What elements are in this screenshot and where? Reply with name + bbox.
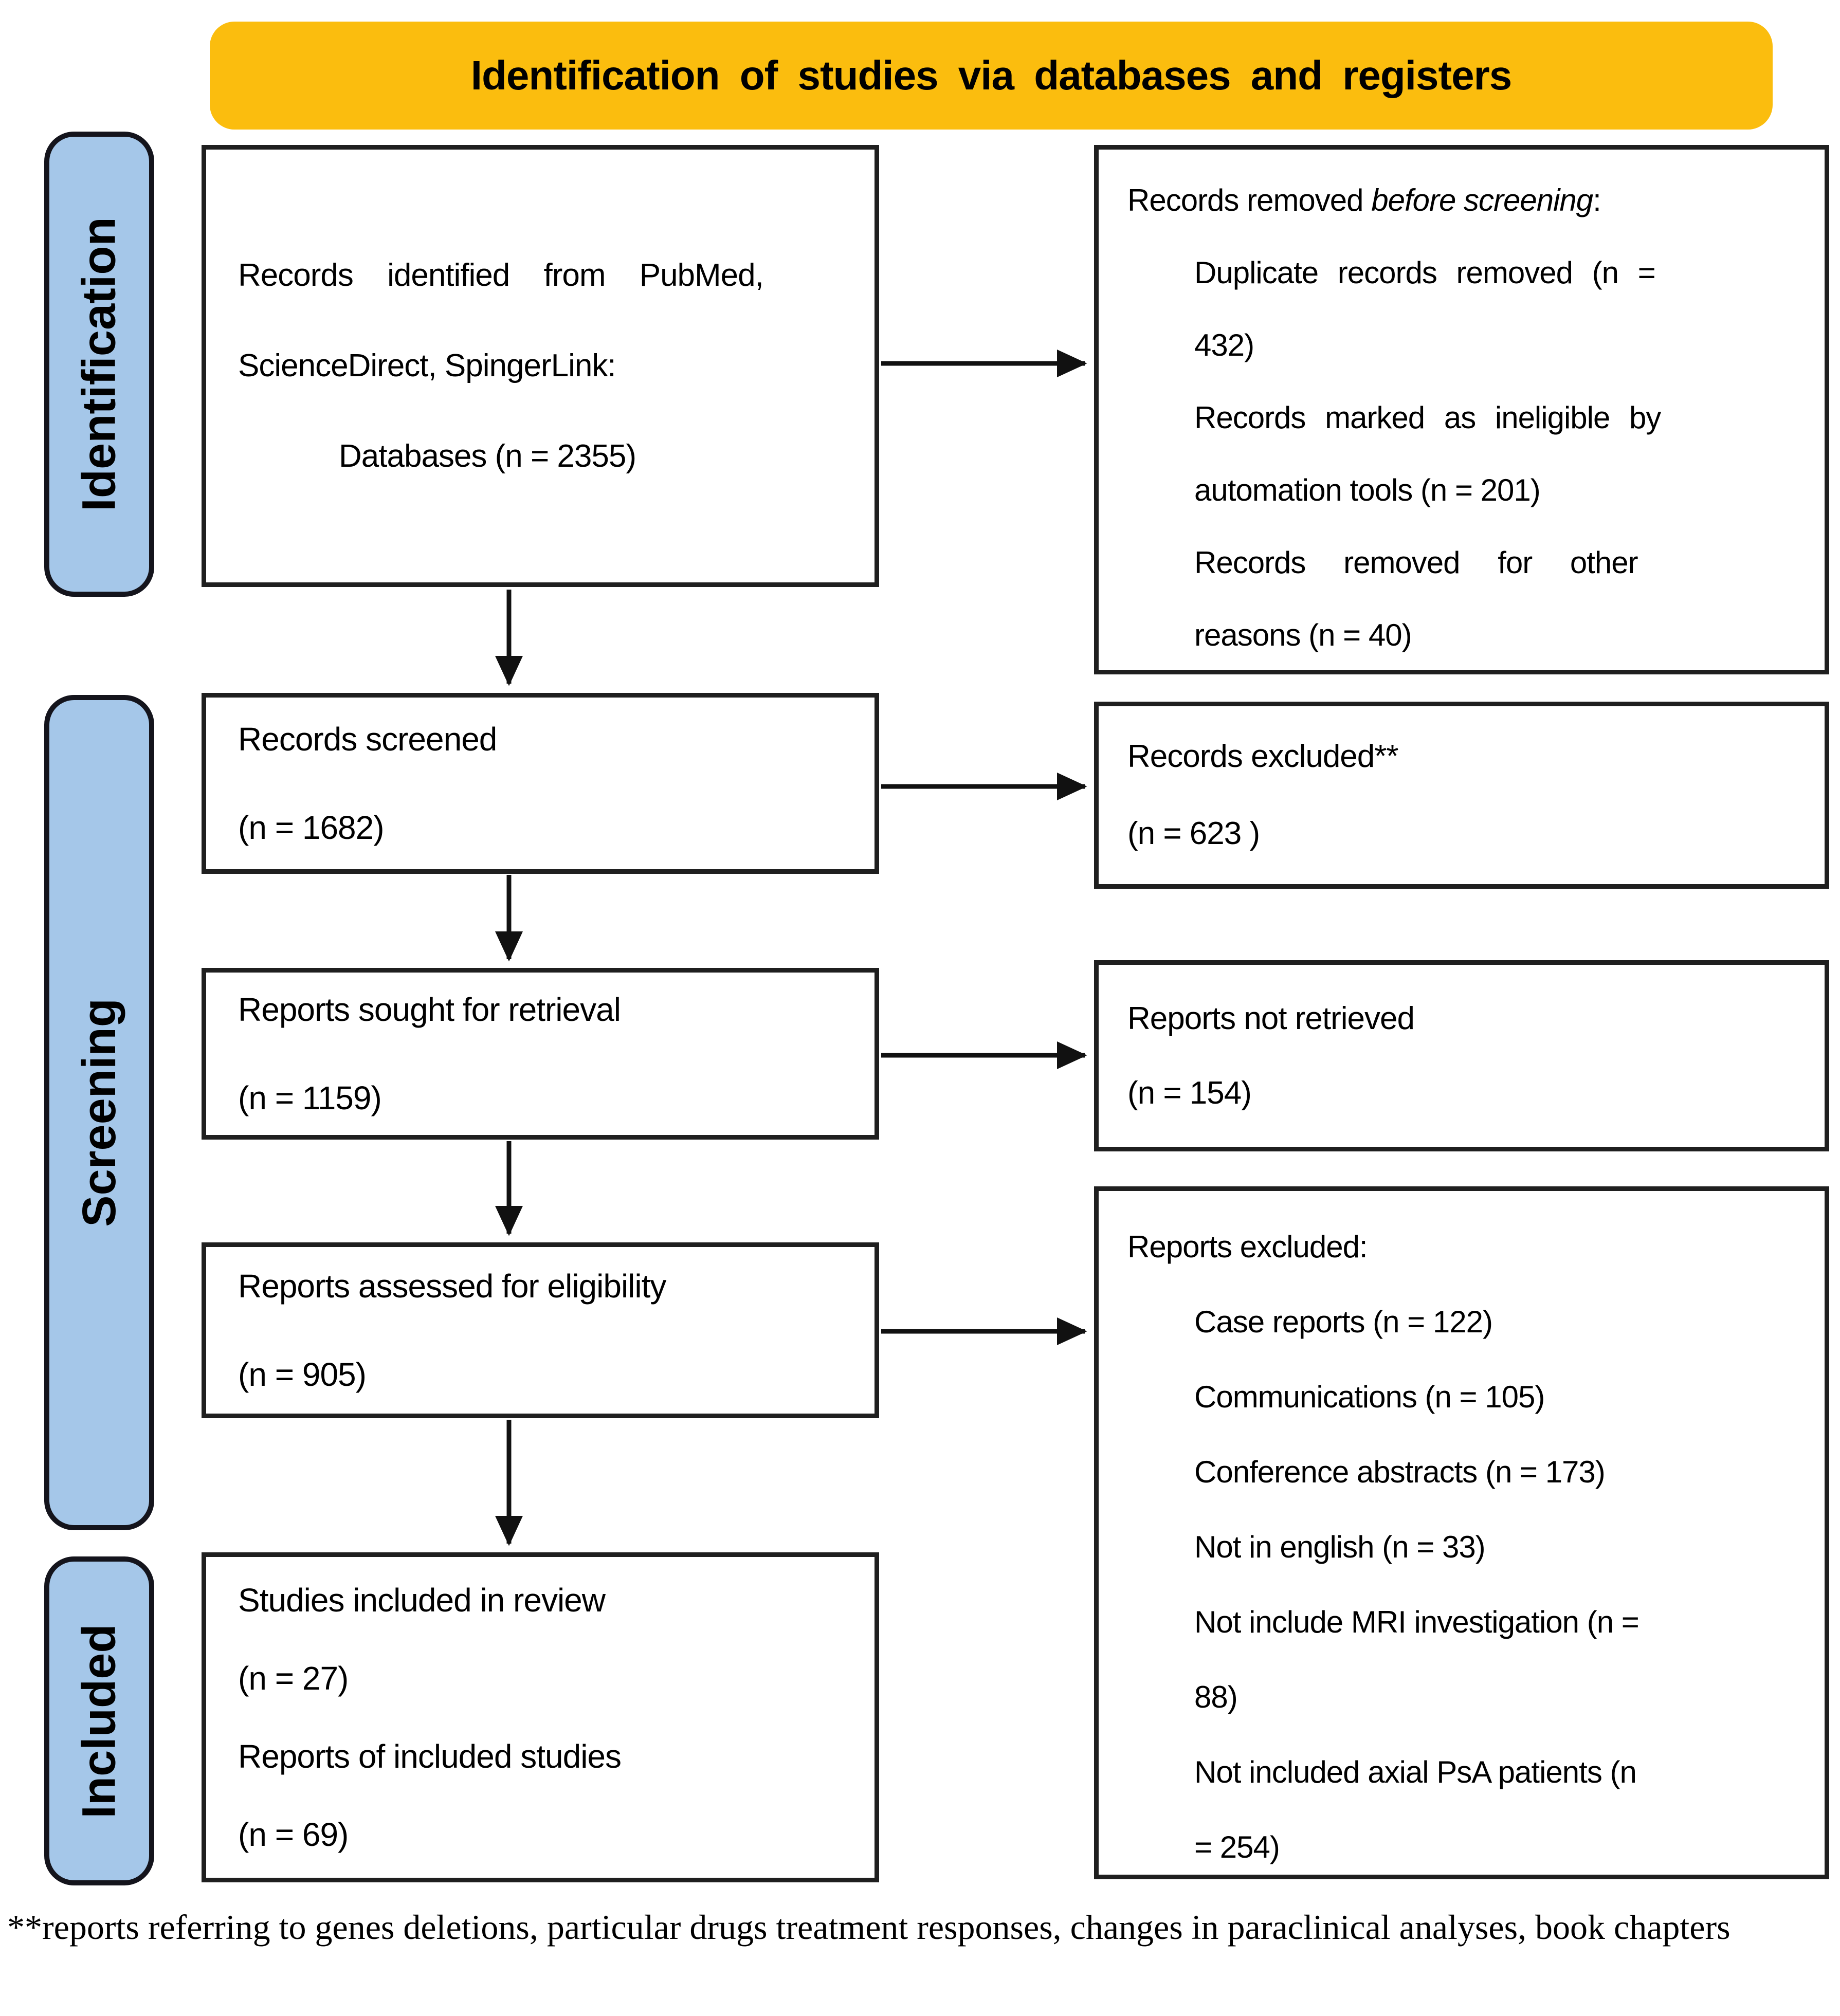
reports-included-label: Reports of included studies xyxy=(238,1738,622,1775)
reports-assessed-count: (n = 905) xyxy=(238,1356,367,1393)
removed-item-line: 432) xyxy=(1194,328,1254,362)
diagram-title-banner: Identification of studies via databases … xyxy=(210,22,1773,130)
excluded-item-line: Communications (n = 105) xyxy=(1194,1380,1545,1414)
box-reports-sought: Reports sought for retrieval (n = 1159) xyxy=(202,968,879,1140)
excluded-item-line: = 254) xyxy=(1194,1830,1280,1864)
excluded-item-line: 88) xyxy=(1194,1680,1238,1714)
removed-item-line: Records marked as ineligible by xyxy=(1194,400,1661,435)
excluded-item-line: Conference abstracts (n = 173) xyxy=(1194,1455,1606,1489)
reports-excluded-heading: Reports excluded: xyxy=(1127,1230,1368,1264)
stage-label-screening-text: Screening xyxy=(72,998,125,1227)
box-reports-not-retrieved: Reports not retrieved (n = 154) xyxy=(1094,960,1829,1151)
box-reports-assessed: Reports assessed for eligibility (n = 90… xyxy=(202,1242,879,1418)
reports-included-count: (n = 69) xyxy=(238,1816,349,1853)
box-records-identified: Records identified from PubMed, ScienceD… xyxy=(202,145,879,587)
studies-included-label: Studies included in review xyxy=(238,1582,606,1619)
reports-not-retrieved-count: (n = 154) xyxy=(1127,1075,1252,1111)
footnote: **reports referring to genes deletions, … xyxy=(7,1908,1730,1947)
excluded-item-line: Case reports (n = 122) xyxy=(1194,1305,1493,1339)
studies-included-count: (n = 27) xyxy=(238,1660,349,1697)
records-identified-line: ScienceDirect, SpingerLink: xyxy=(238,348,616,383)
reports-sought-label: Reports sought for retrieval xyxy=(238,991,621,1028)
records-excluded-label: Records excluded** xyxy=(1127,739,1399,774)
stage-label-identification-text: Identification xyxy=(72,217,125,511)
removed-item-line: reasons (n = 40) xyxy=(1194,618,1412,652)
removed-item-line: automation tools (n = 201) xyxy=(1194,473,1541,507)
stage-label-included: Included xyxy=(44,1556,154,1885)
stage-label-screening: Screening xyxy=(44,695,154,1530)
box-reports-excluded: Reports excluded: Case reports (n = 122)… xyxy=(1094,1186,1829,1879)
reports-sought-count: (n = 1159) xyxy=(238,1079,382,1116)
box-records-excluded: Records excluded** (n = 623 ) xyxy=(1094,702,1829,889)
records-removed-heading: Records removed before screening: xyxy=(1127,164,1796,236)
stage-label-included-text: Included xyxy=(72,1623,125,1819)
records-excluded-count: (n = 623 ) xyxy=(1127,816,1260,851)
excluded-item-line: Not in english (n = 33) xyxy=(1194,1530,1486,1564)
records-screened-count: (n = 1682) xyxy=(238,809,385,846)
records-identified-line: Records identified from PubMed, xyxy=(238,258,764,293)
records-identified-count: Databases (n = 2355) xyxy=(339,438,636,474)
reports-assessed-label: Reports assessed for eligibility xyxy=(238,1268,666,1305)
box-records-screened: Records screened (n = 1682) xyxy=(202,693,879,874)
reports-not-retrieved-label: Reports not retrieved xyxy=(1127,1001,1415,1036)
removed-item-line: Duplicate records removed (n = xyxy=(1194,255,1656,290)
box-studies-included: Studies included in review (n = 27) Repo… xyxy=(202,1552,879,1882)
records-removed-heading-italic: before screening xyxy=(1371,183,1593,217)
excluded-item-line: Not include MRI investigation (n = xyxy=(1194,1605,1639,1639)
stage-label-identification: Identification xyxy=(44,132,154,597)
removed-item-line: Records removed for other xyxy=(1194,545,1638,580)
records-screened-label: Records screened xyxy=(238,721,497,758)
records-removed-heading-prefix: Records removed xyxy=(1127,183,1372,217)
diagram-title: Identification of studies via databases … xyxy=(470,52,1512,98)
box-records-removed: Records removed before screening: Duplic… xyxy=(1094,145,1829,674)
records-removed-heading-suffix: : xyxy=(1593,183,1601,217)
excluded-item-line: Not included axial PsA patients (n xyxy=(1194,1755,1637,1789)
